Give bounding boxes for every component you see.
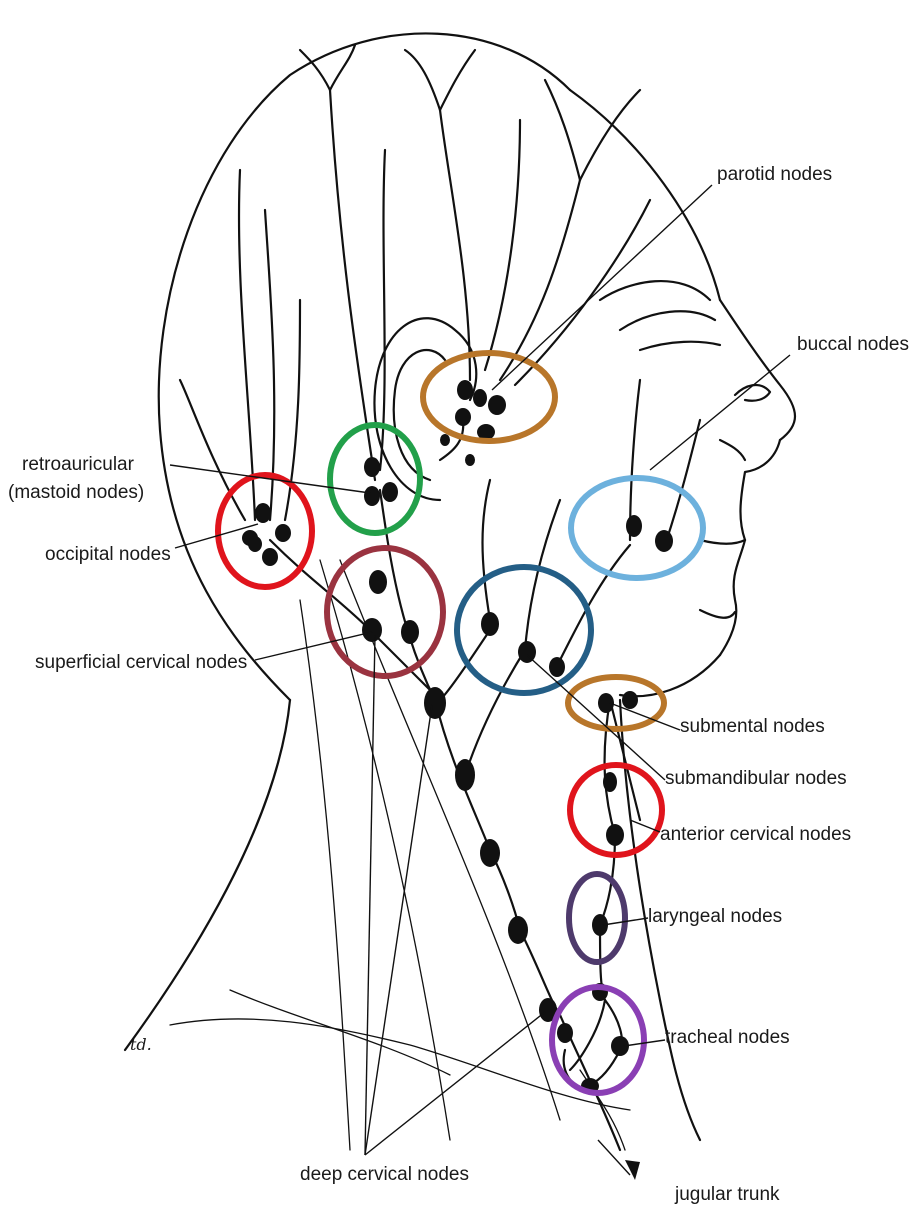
label-buccal-nodes: buccal nodes: [797, 334, 909, 355]
parotid-node: [488, 395, 506, 415]
label-submental-nodes: submental nodes: [680, 716, 825, 737]
face-features: [600, 281, 770, 618]
small-node: [465, 454, 475, 466]
label-jugular-trunk: jugular trunk: [674, 1184, 780, 1204]
label-laryngeal-nodes: laryngeal nodes: [648, 906, 782, 927]
submandibular-node: [518, 641, 536, 663]
retroauricular-node: [364, 486, 380, 506]
buccal-node: [626, 515, 642, 537]
label-submandibular-nodes: submandibular nodes: [665, 768, 847, 789]
submandibular-ring: [457, 567, 591, 693]
retroauricular-node: [382, 482, 398, 502]
anterior-cervical-node: [603, 772, 617, 792]
label-superficial-cervical-nodes: superficial cervical nodes: [35, 652, 247, 673]
parotid-node: [473, 389, 487, 407]
labels: parotid nodes buccal nodes retroauricula…: [8, 164, 909, 1204]
buccal-node: [655, 530, 673, 552]
parotid-node: [455, 408, 471, 426]
label-occipital-nodes: occipital nodes: [45, 544, 171, 565]
deep-cervical-node: [424, 687, 446, 719]
submandibular-node: [549, 657, 565, 677]
deep-cervical-node: [508, 916, 528, 944]
label-retroauricular: retroauricular: [22, 454, 135, 475]
superficial-cervical-node: [401, 620, 419, 644]
submandibular-node: [481, 612, 499, 636]
superficial-cervical-ring: [327, 548, 443, 676]
label-anterior-cervical-nodes: anterior cervical nodes: [660, 824, 851, 845]
label-parotid-nodes: parotid nodes: [717, 164, 832, 185]
small-node: [440, 434, 450, 446]
deep-cervical-node: [455, 759, 475, 791]
label-mastoid-nodes: (mastoid nodes): [8, 482, 144, 503]
occipital-node: [255, 503, 271, 523]
submental-node: [622, 691, 638, 709]
arrow-icon: [625, 1160, 640, 1180]
superficial-cervical-node: [369, 570, 387, 594]
retroauricular-node: [364, 457, 380, 477]
parotid-node: [457, 380, 473, 400]
anterior-cervical-node: [606, 824, 624, 846]
label-deep-cervical-nodes: deep cervical nodes: [300, 1164, 469, 1185]
highlight-rings: [218, 353, 703, 1093]
label-tracheal-nodes: tracheal nodes: [665, 1027, 790, 1048]
superficial-cervical-node: [362, 618, 382, 642]
occipital-node: [248, 536, 262, 552]
deep-cervical-node: [480, 839, 500, 867]
artist-signature: td.: [130, 1035, 152, 1054]
occipital-node: [275, 524, 291, 542]
tracheal-node: [557, 1023, 573, 1043]
occipital-node: [262, 548, 278, 566]
